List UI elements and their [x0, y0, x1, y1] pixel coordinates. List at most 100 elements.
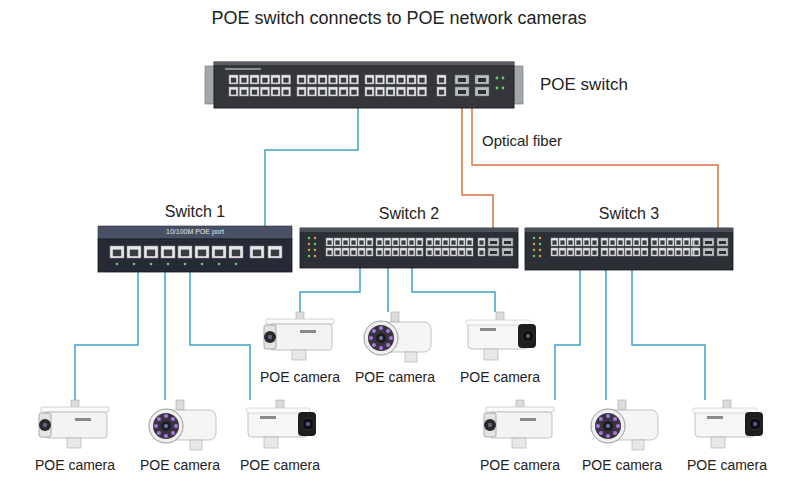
ir-ring: [368, 325, 394, 351]
rj45-port: [326, 248, 333, 256]
rj45-port: [250, 246, 264, 258]
rj45-socket: [552, 250, 556, 254]
camera-illustration: [35, 400, 115, 454]
rj45-port: [609, 248, 616, 256]
rj45-port: [418, 75, 427, 84]
rj45-port: [195, 246, 209, 258]
rj45-port: [342, 238, 349, 246]
rj45-socket: [602, 240, 606, 244]
rj45-port: [458, 238, 465, 246]
rj45-socket: [467, 240, 471, 244]
rj45-socket: [618, 250, 622, 254]
rj45-socket: [459, 240, 463, 244]
status-led: [308, 255, 310, 257]
camera-bracket: [292, 350, 306, 360]
camera-bracket: [711, 437, 725, 448]
rj45-port: [478, 248, 485, 256]
rj45-port: [426, 248, 433, 256]
rj45-port: [339, 87, 348, 96]
switch-top-edge: [300, 228, 518, 232]
rj45-port: [659, 238, 666, 246]
rj45-port: [308, 87, 317, 96]
poe-camera: POE camera: [687, 400, 767, 454]
rj45-socket: [231, 78, 236, 83]
status-led: [539, 243, 541, 245]
sfp-socket: [478, 90, 486, 94]
rj45-port: [282, 87, 291, 96]
rj45-socket: [443, 250, 447, 254]
rj45-port: [376, 75, 385, 84]
sfp-slot: [502, 238, 513, 246]
rj45-port: [212, 246, 226, 258]
sfp-socket: [478, 78, 486, 82]
switch-top: [98, 226, 292, 239]
status-led: [235, 263, 238, 266]
rj45-port: [641, 238, 648, 246]
rj45-port: [567, 248, 574, 256]
rj45-socket: [568, 250, 572, 254]
lens-glass: [488, 423, 492, 427]
status-led: [496, 87, 499, 90]
status-led: [184, 263, 187, 266]
rj45-socket: [602, 250, 606, 254]
poe-camera: POE camera: [35, 400, 115, 454]
sfp-slot: [455, 87, 469, 96]
node-text-group: POE camera: [260, 369, 340, 386]
rj45-port: [376, 87, 385, 96]
camera-label: POE camera: [480, 457, 560, 474]
lens-glass: [606, 424, 610, 428]
rj45-port: [400, 248, 407, 256]
poe-camera: POE camera: [480, 400, 560, 454]
rj45-socket: [113, 250, 121, 257]
rj45-port: [366, 238, 373, 246]
camera-illustration: [355, 312, 435, 366]
rj45-port: [633, 238, 640, 246]
lens-glass: [526, 334, 530, 338]
rj45-port: [434, 248, 441, 256]
rj45-socket: [435, 240, 439, 244]
ir-led: [386, 343, 390, 347]
rj45-socket: [427, 250, 431, 254]
rj45-port: [326, 238, 333, 246]
sfp-slot: [475, 75, 489, 84]
camera-illustration: [140, 400, 220, 454]
ir-led: [613, 431, 617, 435]
fiber-link: [462, 108, 493, 228]
rj45-port: [575, 248, 582, 256]
rj45-socket: [684, 240, 688, 244]
rj45-port: [437, 87, 446, 96]
rj45-port: [450, 238, 457, 246]
camera-mount: [391, 312, 399, 322]
rj45-socket: [320, 78, 325, 83]
status-led: [533, 237, 535, 239]
rj45-socket: [417, 240, 421, 244]
rj45-socket: [393, 250, 397, 254]
rj45-socket: [626, 250, 630, 254]
camera-bracket: [190, 440, 202, 450]
rj45-port: [334, 238, 341, 246]
rj45-socket: [694, 250, 698, 254]
rj45-port: [418, 87, 427, 96]
rj45-port: [434, 238, 441, 246]
rj45-port: [675, 238, 682, 246]
rj45-port: [329, 87, 338, 96]
rj45-socket: [253, 250, 261, 257]
node-text-group: POE camera: [355, 369, 435, 386]
ir-led: [164, 414, 168, 418]
rj45-socket: [164, 250, 172, 257]
rj45-socket: [309, 90, 314, 95]
rj45-port: [376, 248, 383, 256]
rj45-port: [365, 87, 374, 96]
brand-mark: [707, 416, 723, 419]
ir-led: [369, 336, 373, 340]
camera-body: [45, 412, 107, 438]
camera-front: [39, 413, 51, 437]
rj45-port: [350, 248, 357, 256]
node-text-group: Switch 2: [379, 204, 439, 223]
sfp-slot: [703, 248, 714, 256]
network-cable: [164, 272, 166, 400]
front-mark: [225, 68, 261, 70]
diagram-title: POE switch connects to POE network camer…: [4, 8, 790, 30]
poe-camera: POE camera: [260, 312, 340, 366]
rj45-port: [250, 75, 259, 84]
